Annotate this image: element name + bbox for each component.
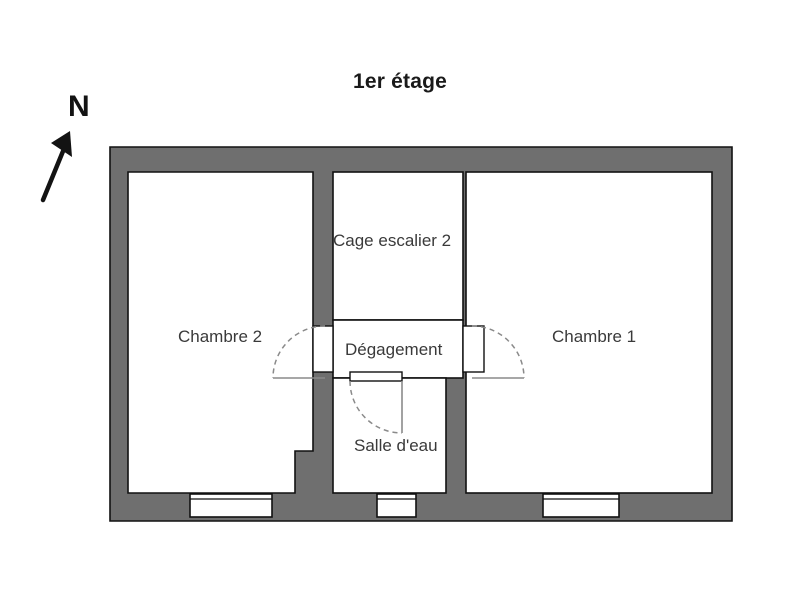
door-swings-group — [272, 325, 525, 434]
door-arc-chambre-2 — [272, 325, 326, 379]
windows-group — [189, 493, 620, 518]
window-chambre-2 — [189, 493, 273, 518]
window-chambre-1 — [542, 493, 620, 518]
room-chambre-1-floor — [465, 171, 713, 494]
door-opening-salle-deau — [349, 371, 403, 382]
north-letter: N — [68, 90, 90, 123]
north-arrow — [40, 131, 72, 203]
window-salle-deau — [376, 493, 417, 518]
room-chambre-2-floor — [127, 171, 314, 494]
north-arrow-head — [51, 131, 72, 157]
wall-structure — [109, 146, 733, 522]
room-cage-escalier-floor — [332, 171, 464, 321]
door-arc-salle-deau — [349, 380, 403, 434]
door-opening-chambre-2 — [312, 325, 334, 373]
room-degagement-floor — [332, 319, 464, 379]
door-opening-chambre-1 — [462, 325, 485, 373]
room-salle-deau-floor — [332, 377, 447, 494]
door-arc-chambre-1 — [471, 325, 525, 379]
